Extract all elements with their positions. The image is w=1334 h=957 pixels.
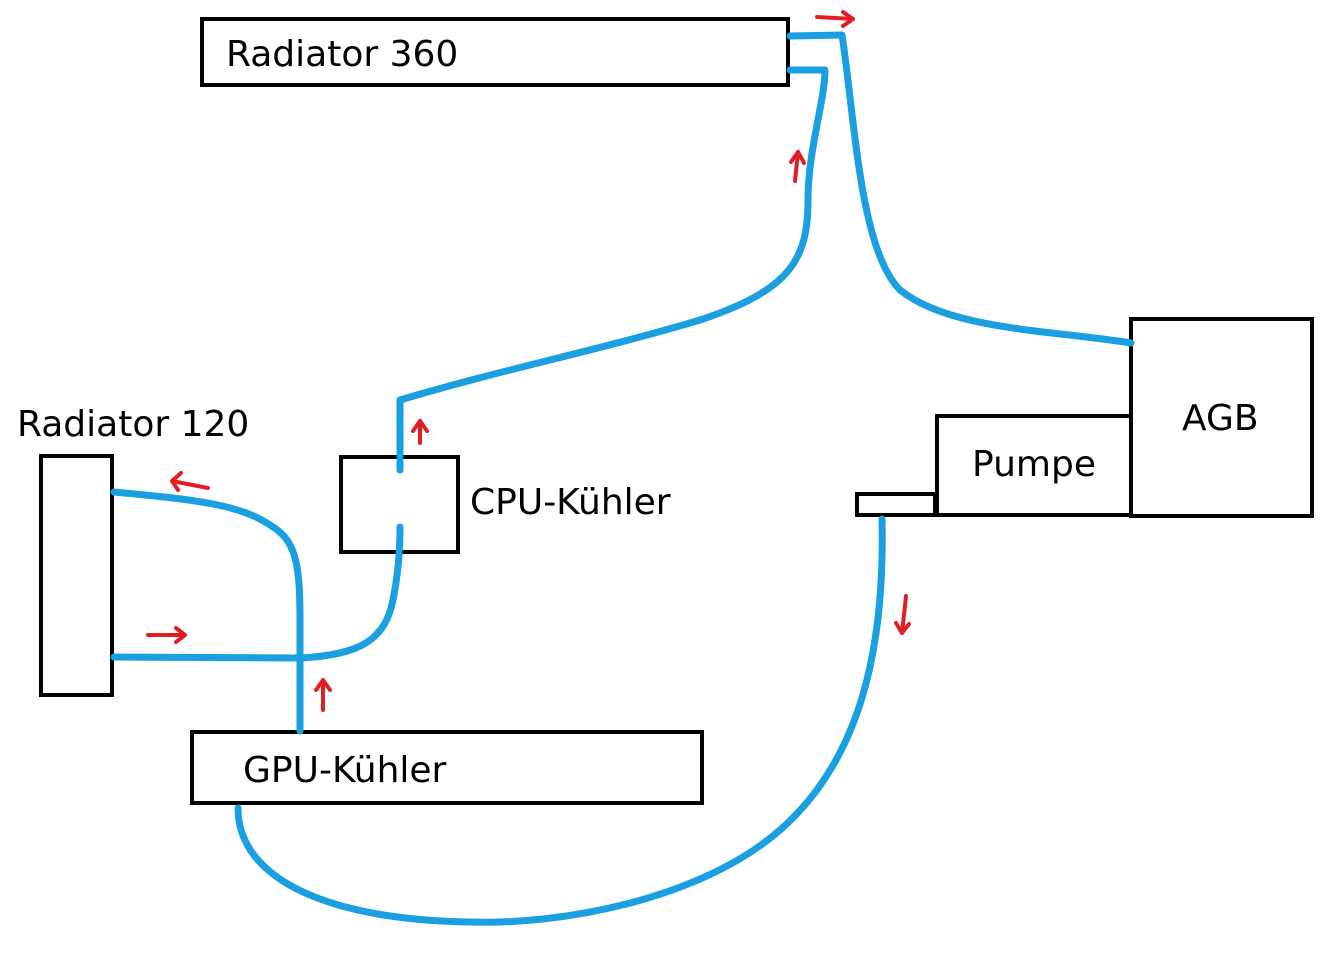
flow-arrow-up-rad360-inlet bbox=[789, 150, 806, 183]
flow-arrow-right-rad120 bbox=[146, 626, 187, 644]
flow-arrow-up-cpu bbox=[411, 419, 429, 445]
cpu-cooler-label: CPU-Kühler bbox=[470, 482, 671, 523]
radiator-120-box bbox=[39, 454, 114, 697]
pump-outlet bbox=[855, 492, 937, 517]
flow-arrow-down-pump bbox=[894, 594, 911, 635]
flow-arrow-right-top bbox=[815, 10, 855, 28]
tube-cpu-to-rad360 bbox=[396, 66, 829, 474]
tube-rad360-to-agb bbox=[786, 31, 1135, 347]
pump-label: Pumpe bbox=[972, 444, 1096, 485]
tube-pump-to-gpu bbox=[234, 515, 886, 926]
radiator-360-label: Radiator 360 bbox=[226, 34, 458, 75]
gpu-cooler-box bbox=[190, 730, 704, 805]
gpu-cooler-label: GPU-Kühler bbox=[243, 750, 447, 791]
flow-arrow-up-gpu bbox=[314, 678, 332, 712]
radiator-120-label: Radiator 120 bbox=[17, 404, 249, 445]
reservoir-box bbox=[1129, 317, 1314, 518]
reservoir-label: AGB bbox=[1182, 398, 1259, 439]
radiator-360-box bbox=[200, 17, 790, 87]
tube-gpu-to-rad120 bbox=[110, 488, 304, 735]
tube-rad120-to-cpu bbox=[110, 523, 404, 662]
pump-box bbox=[935, 414, 1133, 517]
flow-arrow-left-rad120 bbox=[170, 471, 210, 492]
